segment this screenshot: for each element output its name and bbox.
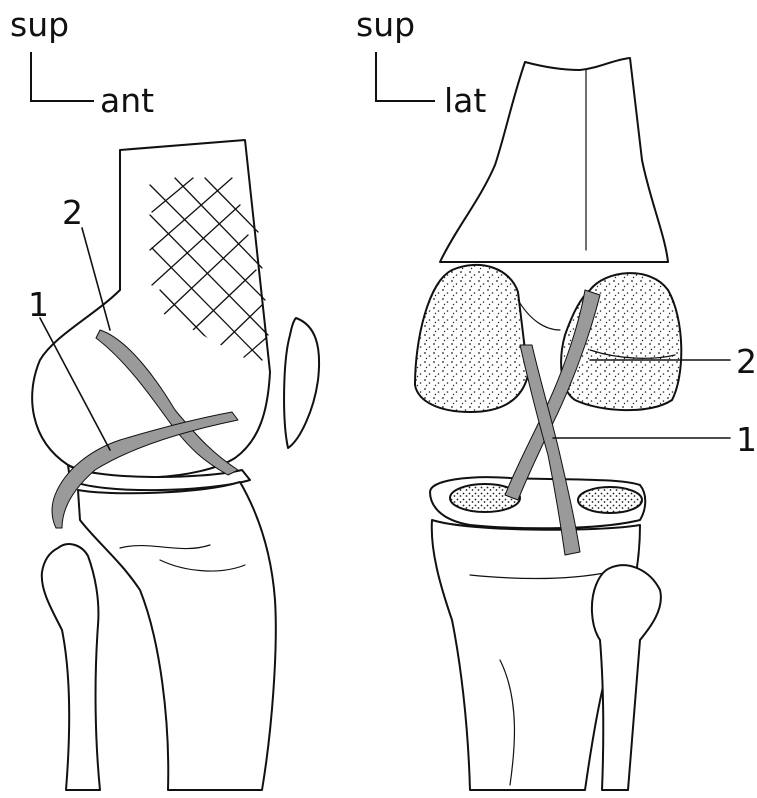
right-anterior-knee-view [415,58,730,790]
left-callout-2: 2 [62,196,83,229]
right-medial-condyle [415,265,528,412]
left-patella [284,318,319,448]
left-fibula [42,544,100,790]
right-callout-1: 1 [736,423,757,456]
right-lateral-plateau [578,487,642,513]
right-fibula [592,565,661,790]
left-callout-1: 1 [28,288,49,321]
left-lateral-knee-view [32,140,319,790]
left-tibia [78,482,276,790]
right-femur [440,58,668,262]
right-callout-2: 2 [736,345,757,378]
